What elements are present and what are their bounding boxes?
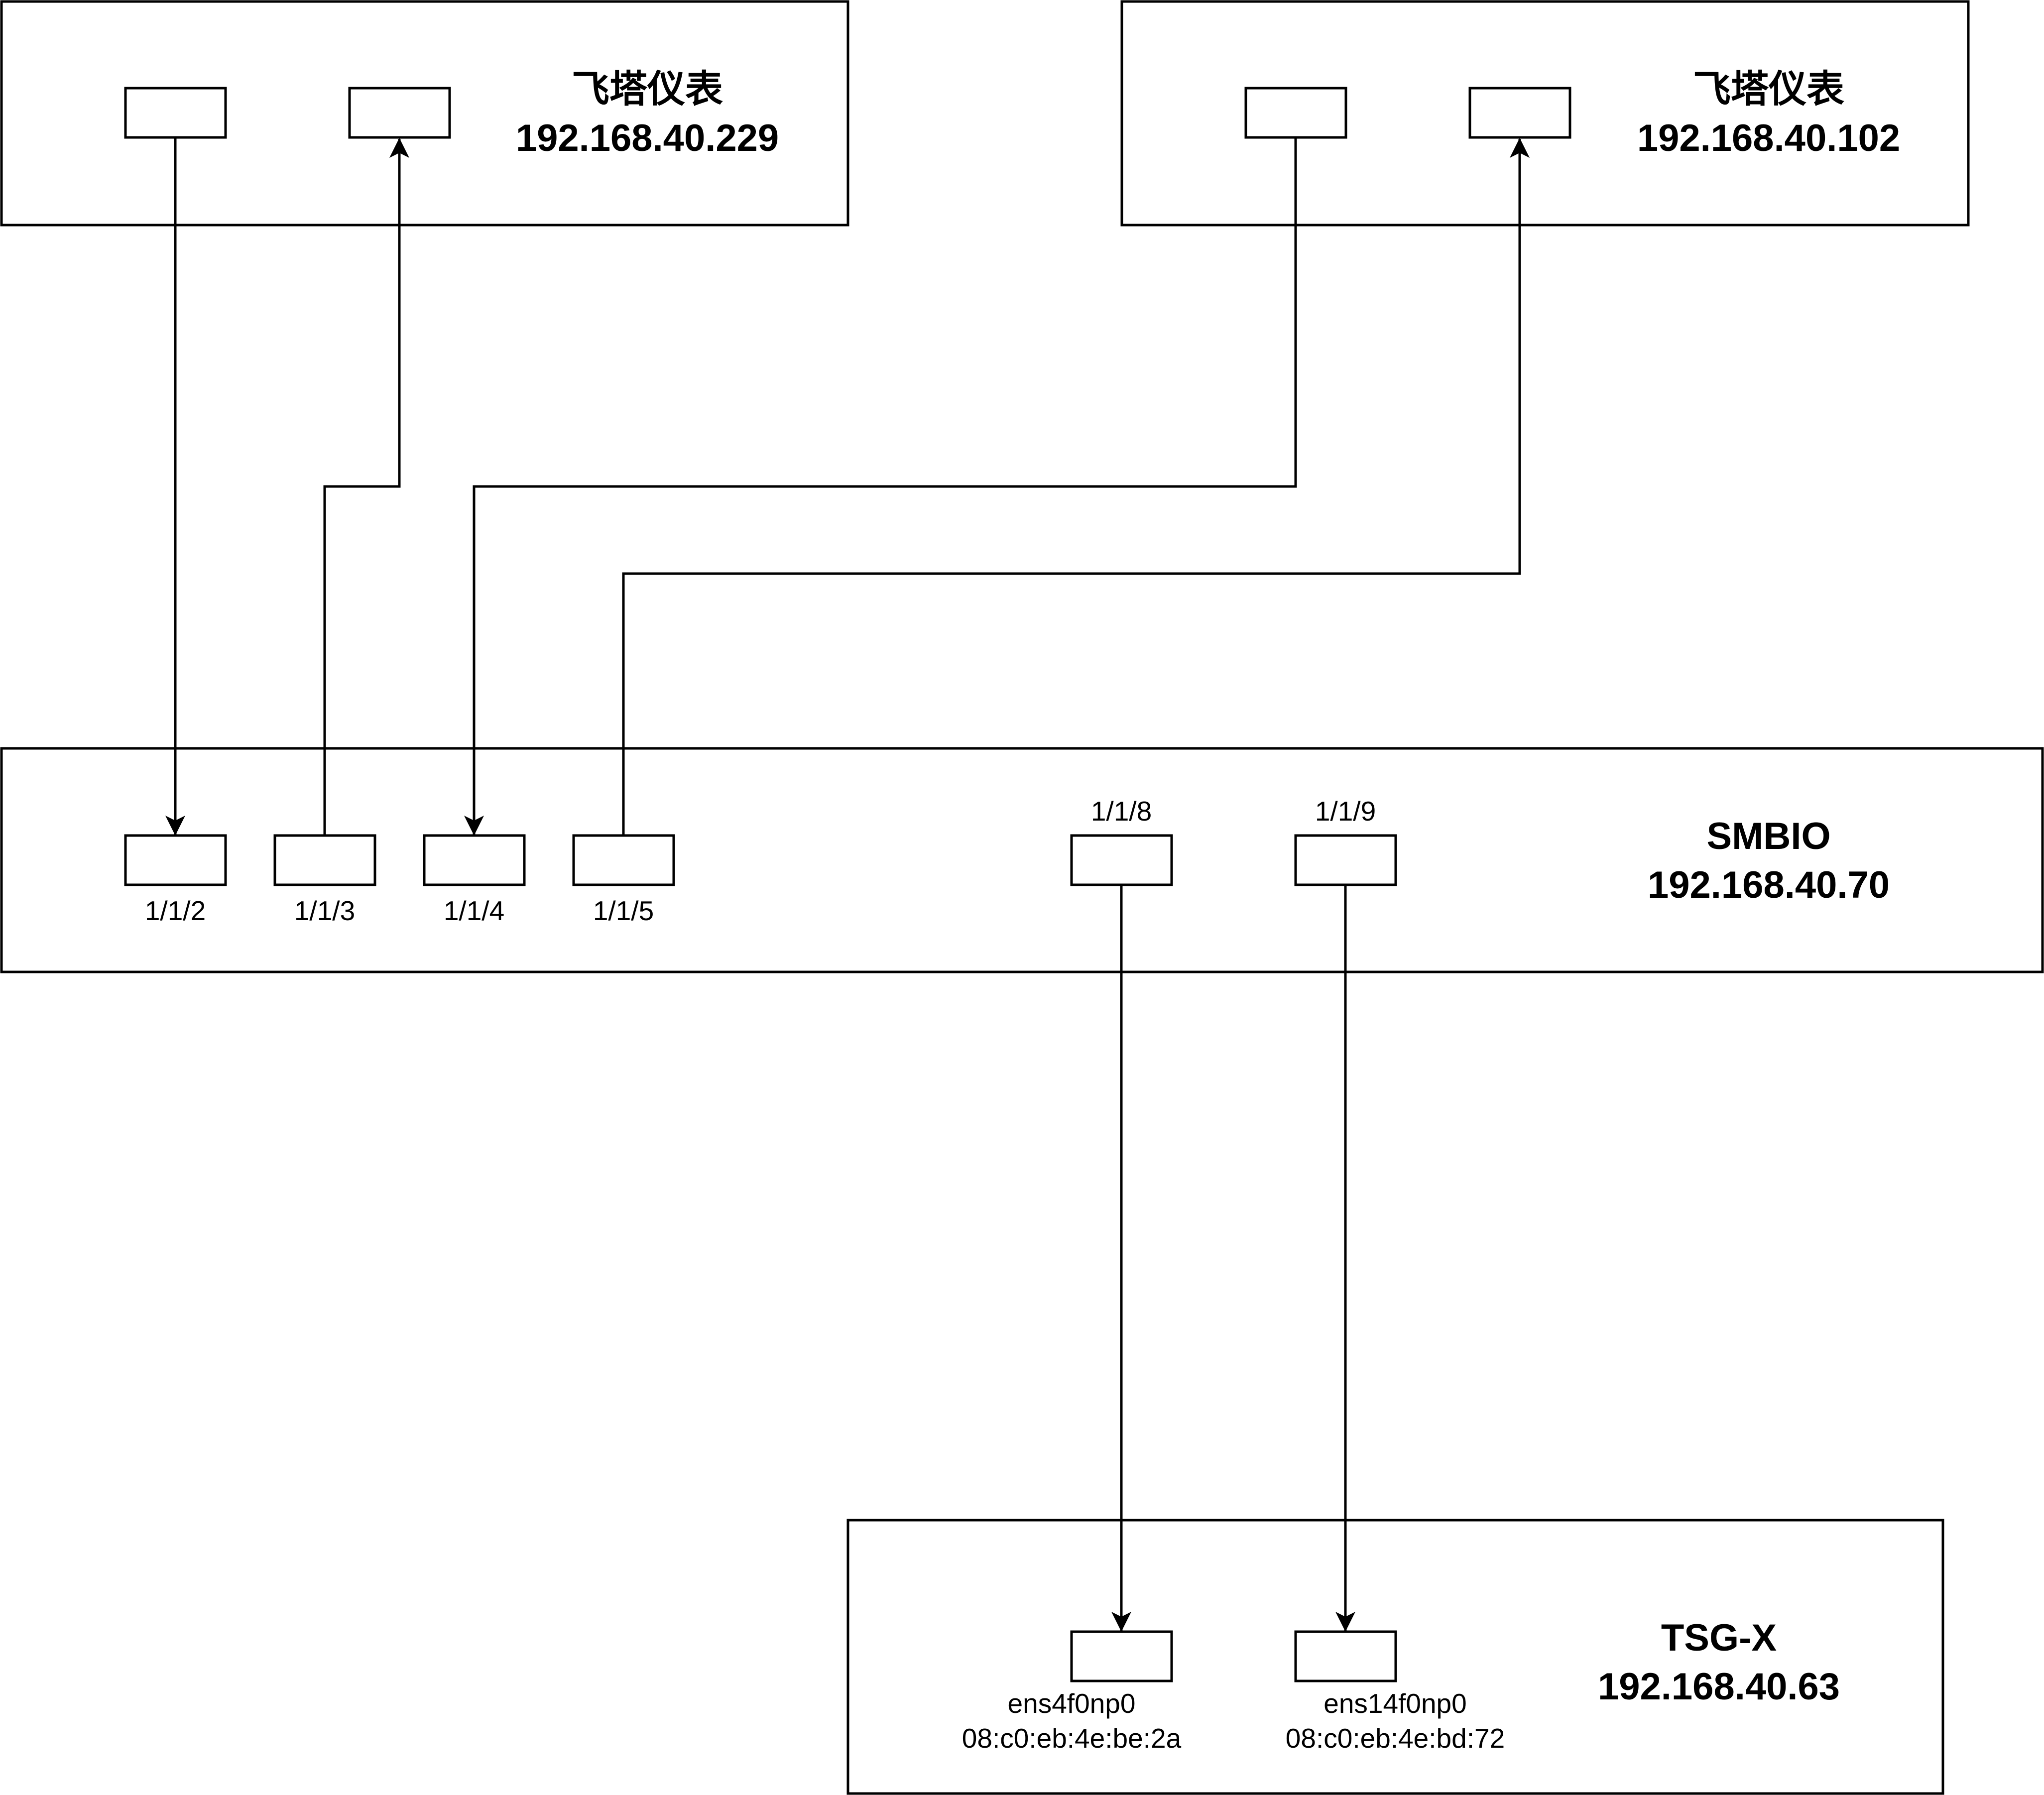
device-tsgx: ens4f0np0 08:c0:eb:4e:be:2a ens14f0np0 0… xyxy=(846,1519,1944,1795)
meter-a-ip: 192.168.40.229 xyxy=(516,117,779,159)
link-smbio-1-1-5-to-meter-b xyxy=(622,138,1530,836)
device-meter-a: 飞塔仪表 192.168.40.229 xyxy=(0,0,849,227)
smbio-port-label-1-1-3: 1/1/3 xyxy=(294,895,355,926)
tsgx-port-iface-1: ens14f0np0 xyxy=(1323,1688,1467,1719)
links xyxy=(165,138,1530,1632)
smbio-port-1-1-8[interactable] xyxy=(1070,834,1173,886)
smbio-ip: 192.168.40.70 xyxy=(1648,864,1890,906)
meter-a-port-out[interactable] xyxy=(124,87,227,139)
device-meter-b: 飞塔仪表 192.168.40.102 xyxy=(1120,0,1970,227)
smbio-port-1-1-3[interactable] xyxy=(273,834,376,886)
meter-b-port-out[interactable] xyxy=(1244,87,1347,139)
smbio-port-1-1-5[interactable] xyxy=(572,834,675,886)
meter-b-port-in[interactable] xyxy=(1468,87,1571,139)
smbio-port-1-1-9[interactable] xyxy=(1294,834,1397,886)
meter-a-name: 飞塔仪表 xyxy=(572,68,723,111)
tsgx-port-mac-0: 08:c0:eb:4e:be:2a xyxy=(962,1723,1182,1754)
smbio-port-label-1-1-5: 1/1/5 xyxy=(593,895,654,926)
link-meter-b-to-smbio-1-1-4 xyxy=(464,138,1297,836)
tsgx-port-mac-1: 08:c0:eb:4e:bd:72 xyxy=(1286,1723,1505,1754)
smbio-port-label-1-1-2: 1/1/2 xyxy=(145,895,206,926)
smbio-name: SMBIO xyxy=(1706,815,1830,857)
meter-b-name: 飞塔仪表 xyxy=(1693,68,1844,111)
tsgx-port-ens4f0np0[interactable] xyxy=(1070,1630,1173,1682)
smbio-port-label-1-1-9: 1/1/9 xyxy=(1315,796,1376,827)
tsgx-name: TSG-X xyxy=(1661,1617,1777,1659)
link-smbio-1-1-3-to-meter-a xyxy=(323,138,409,836)
tsgx-ip: 192.168.40.63 xyxy=(1598,1666,1840,1708)
smbio-port-label-1-1-8: 1/1/8 xyxy=(1091,796,1152,827)
smbio-port-1-1-4[interactable] xyxy=(423,834,526,886)
tsgx-port-ens14f0np0[interactable] xyxy=(1294,1630,1397,1682)
meter-a-port-in[interactable] xyxy=(348,87,451,139)
smbio-port-1-1-2[interactable] xyxy=(124,834,227,886)
meter-b-ip: 192.168.40.102 xyxy=(1637,117,1900,159)
smbio-port-label-1-1-4: 1/1/4 xyxy=(444,895,504,926)
device-smbio: 1/1/2 1/1/3 1/1/4 1/1/5 1/1/8 1/1/9 SMBI… xyxy=(0,747,2044,973)
tsgx-port-iface-0: ens4f0np0 xyxy=(1008,1688,1136,1719)
